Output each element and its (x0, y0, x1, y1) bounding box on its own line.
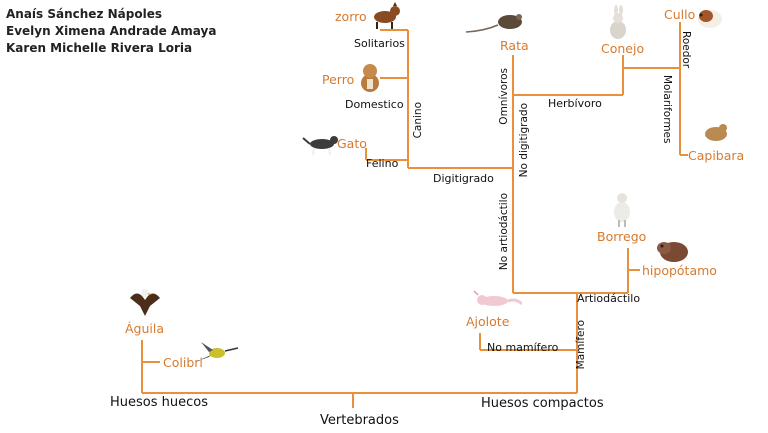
rabbit-icon (610, 5, 626, 39)
label-solitarios: Solitarios (354, 37, 405, 50)
guinea-pig-icon (698, 10, 722, 28)
label-canino: Canino (412, 102, 424, 139)
label-omnivoros: Omnívoros (498, 68, 510, 125)
axolotl-icon (473, 290, 522, 306)
capybara-icon (705, 124, 727, 141)
label-rata: Rata (500, 38, 529, 53)
label-mamifero: Mamífero (575, 320, 587, 370)
dog-icon (361, 64, 379, 92)
fox-icon (374, 2, 400, 29)
author-1: Anaís Sánchez Nápoles (6, 7, 162, 21)
label-capibara: Capibara (688, 148, 745, 163)
label-artiodactilo: Artiodáctilo (577, 292, 641, 305)
author-3: Karen Michelle Rivera Loria (6, 41, 193, 55)
label-vertebrados: Vertebrados (320, 413, 399, 428)
label-conejo: Conejo (601, 41, 645, 56)
label-felino: Felino (366, 157, 399, 170)
label-colibri: Colibri (163, 355, 203, 370)
label-roedor: Roedor (680, 31, 692, 69)
label-no-mamifero: No mamífero (487, 341, 559, 354)
eagle-icon (130, 289, 160, 316)
label-domestico: Domestico (345, 98, 404, 111)
label-huesos-compactos: Huesos compactos (481, 396, 604, 411)
label-aguila: Águila (125, 321, 165, 336)
label-huesos-huecos: Huesos huecos (110, 395, 208, 410)
label-perro: Perro (322, 72, 355, 87)
authors-block: Anaís Sánchez Nápoles Evelyn Ximena Andr… (6, 6, 216, 57)
label-cullo: Cullo (664, 7, 696, 22)
label-herbivoro: Herbívoro (548, 97, 602, 110)
label-no-artiodactilo: No artiodáctilo (498, 193, 510, 271)
label-molariformes: Molariformes (661, 75, 673, 144)
hippo-icon (657, 242, 688, 262)
label-hipopotamo: hipopótamo (642, 263, 717, 278)
rat-icon (466, 14, 522, 33)
label-zorro: zorro (335, 9, 367, 24)
label-ajolote: Ajolote (466, 314, 510, 329)
label-digitigrado: Digitigrado (433, 172, 494, 185)
label-no-digitigrado: No digitigrado (518, 103, 530, 178)
sheep-icon (614, 193, 630, 227)
label-gato: Gato (337, 136, 367, 151)
label-borrego: Borrego (597, 229, 647, 244)
author-2: Evelyn Ximena Andrade Amaya (6, 24, 217, 38)
cat-icon (302, 136, 338, 156)
hummingbird-icon (195, 342, 239, 362)
